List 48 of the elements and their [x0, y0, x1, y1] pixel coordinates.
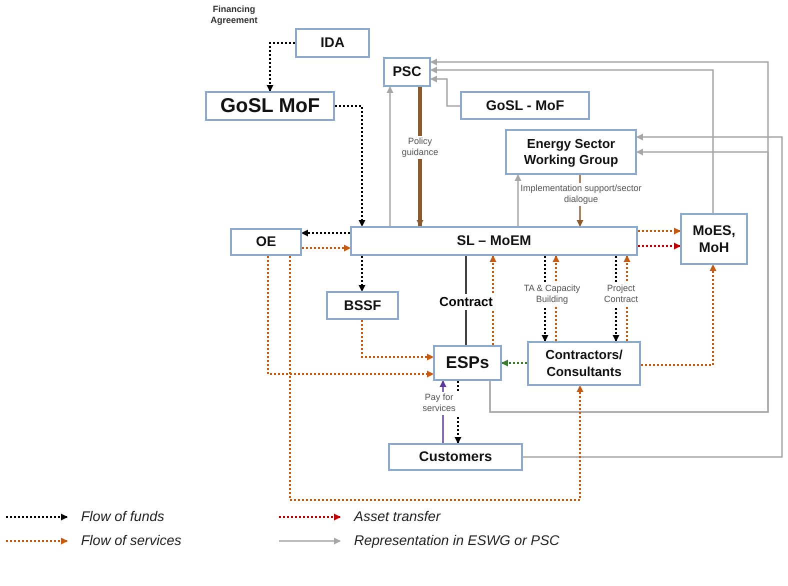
arrow: [302, 244, 351, 252]
arrow: [289, 256, 584, 501]
arrow: [358, 256, 366, 292]
arrow: [523, 134, 783, 458]
process-box: [326, 291, 399, 320]
arrow: [430, 66, 714, 213]
box-label: PSC: [392, 63, 422, 81]
arrow: [489, 148, 769, 413]
process-box: [205, 91, 335, 121]
arrow: [361, 320, 434, 360]
legend-label: Flow of funds: [81, 507, 164, 526]
arrow: [641, 264, 716, 366]
process-box: [460, 91, 590, 120]
process-box: [433, 345, 502, 381]
legend-label: Flow of services: [81, 531, 182, 550]
box-label: Energy Sector Working Group: [522, 136, 620, 168]
arrow: [514, 174, 522, 226]
edge-label: Implementation support/sector dialogue: [520, 183, 642, 206]
arrow: [267, 256, 434, 378]
box-label: Customers: [418, 448, 492, 466]
process-box: [295, 28, 370, 58]
box-label: ESPs: [446, 352, 490, 374]
arrow: [490, 255, 496, 345]
arrow: [301, 230, 350, 236]
process-box: [505, 129, 637, 175]
arrow: [430, 76, 460, 107]
box-label: OE: [256, 233, 276, 251]
box-label: IDA: [320, 34, 345, 52]
box-label: GoSL - MoF: [486, 96, 564, 114]
arrow: [266, 42, 295, 92]
process-box: [527, 341, 641, 386]
legend-label: Representation in ESWG or PSC: [354, 531, 560, 550]
process-box: [230, 228, 302, 256]
arrow: [386, 86, 394, 226]
process-box: [350, 226, 638, 256]
arrow: [501, 360, 527, 366]
process-box: [680, 213, 748, 265]
arrow: [638, 242, 681, 250]
box-label: GoSL MoF: [220, 94, 320, 118]
box-label: BSSF: [344, 296, 382, 314]
arrow: [335, 105, 366, 227]
arrow: [638, 228, 681, 234]
process-box: [383, 57, 431, 87]
box-label: SL – MoEM: [456, 232, 532, 250]
process-box: [388, 443, 523, 471]
box-label: Contractors/ Consultants: [544, 347, 624, 380]
box-label: MoES, MoH: [692, 222, 736, 256]
legend-label: Asset transfer: [354, 507, 440, 526]
